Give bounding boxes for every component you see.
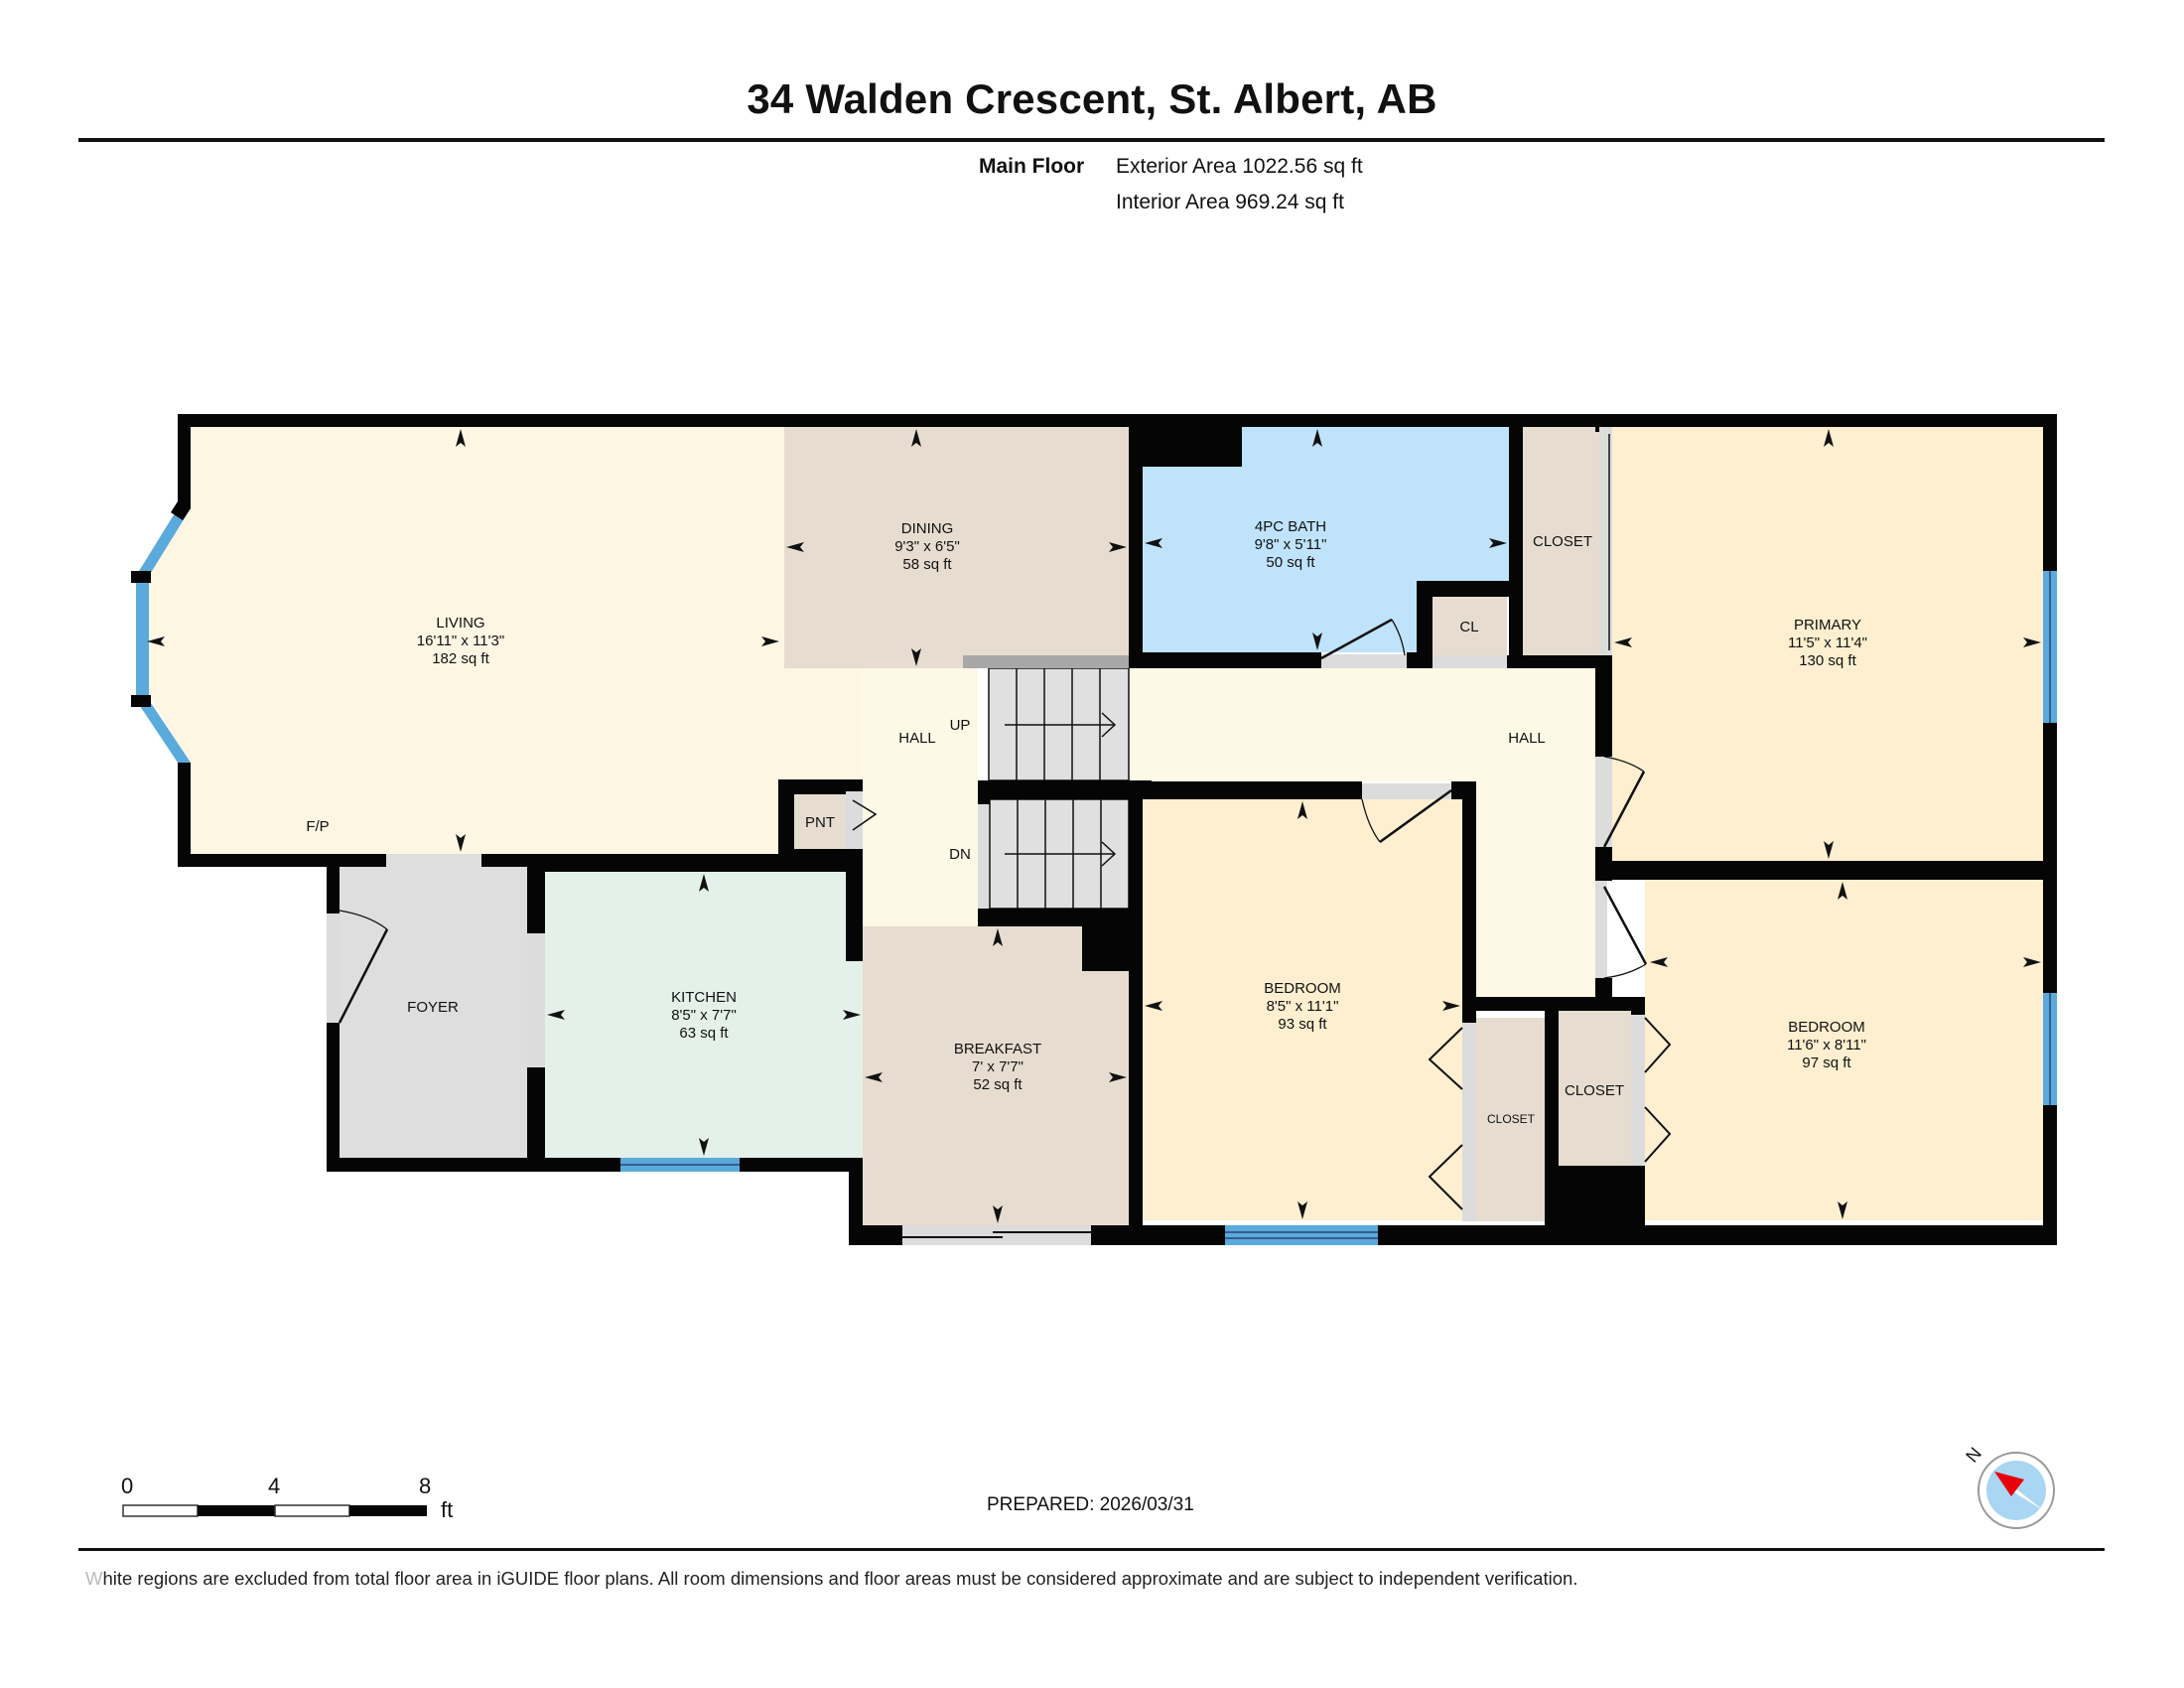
primary-closet-floor [1523, 427, 1608, 655]
svg-text:DINING: DINING [901, 520, 954, 537]
bedroom1-floor [1143, 799, 1462, 1220]
label-hall-left: HALL [898, 730, 936, 747]
hall-left-floor [863, 668, 978, 926]
svg-text:9'3" x 6'5": 9'3" x 6'5" [894, 538, 960, 555]
svg-text:63 sq ft: 63 sq ft [679, 1025, 729, 1042]
dining-room-floor [784, 427, 1129, 668]
svg-text:KITCHEN: KITCHEN [671, 989, 737, 1006]
dimension-arrows [147, 429, 2041, 1223]
bedroom2-closet-floor [1559, 1011, 1631, 1166]
room-label-kitchen: KITCHEN 8'5" x 7'7" 63 sq ft [671, 989, 737, 1042]
svg-text:8'5" x 11'1": 8'5" x 11'1" [1267, 998, 1339, 1015]
foyer-floor [340, 854, 527, 1158]
exterior-area: Exterior Area 1022.56 sq ft [1116, 155, 1363, 178]
room-label-breakfast: BREAKFAST 7' x 7'7" 52 sq ft [954, 1041, 1041, 1093]
footer-divider [78, 1548, 2105, 1551]
svg-text:16'11" x 11'3": 16'11" x 11'3" [417, 633, 504, 649]
scale-bar [122, 1504, 427, 1517]
disclaimer-first-letter: W [85, 1568, 103, 1589]
room-label-primary: PRIMARY 11'5" x 11'4" 130 sq ft [1788, 617, 1867, 669]
bath-floor [1143, 427, 1509, 652]
label-fireplace: F/P [306, 818, 329, 835]
scale-tick-4: 4 [268, 1474, 281, 1498]
svg-text:PRIMARY: PRIMARY [1794, 617, 1861, 633]
property-address-title: 34 Walden Crescent, St. Albert, AB [747, 75, 1437, 122]
svg-text:58 sq ft: 58 sq ft [902, 556, 952, 573]
disclaimer-rest: hite regions are excluded from total flo… [102, 1568, 1578, 1589]
label-closet-primary: CLOSET [1533, 533, 1592, 550]
scale-unit: ft [441, 1497, 454, 1522]
hall-right-floor [1129, 668, 1595, 997]
compass-icon [1978, 1452, 2055, 1529]
label-pantry: PNT [805, 814, 835, 831]
svg-text:7' x 7'7": 7' x 7'7" [972, 1058, 1024, 1075]
breakfast-floor [863, 926, 1129, 1225]
svg-text:BEDROOM: BEDROOM [1788, 1019, 1865, 1036]
scale-tick-0: 0 [121, 1474, 134, 1498]
kitchen-floor [545, 872, 863, 1158]
svg-text:4PC BATH: 4PC BATH [1255, 518, 1326, 535]
label-closet-bedroom2: CLOSET [1565, 1082, 1624, 1099]
room-label-dining: DINING 9'3" x 6'5" 58 sq ft [894, 520, 960, 573]
header-divider [78, 138, 2105, 142]
room-label-bath: 4PC BATH 9'8" x 5'11" 50 sq ft [1255, 518, 1327, 571]
interior-area: Interior Area 969.24 sq ft [1116, 191, 1344, 213]
disclaimer-text: White regions are excluded from total fl… [85, 1568, 1577, 1590]
svg-text:BEDROOM: BEDROOM [1264, 980, 1341, 997]
pantry-floor [794, 794, 846, 849]
svg-text:11'5" x 11'4": 11'5" x 11'4" [1788, 634, 1867, 651]
door-swings [338, 618, 1672, 1210]
primary-bedroom-floor [1612, 427, 2043, 861]
svg-text:93 sq ft: 93 sq ft [1278, 1016, 1327, 1033]
stairs-up [988, 667, 1130, 781]
svg-text:BREAKFAST: BREAKFAST [954, 1041, 1041, 1057]
label-stairs-up: UP [950, 717, 971, 734]
label-hall-right: HALL [1508, 730, 1546, 747]
label-closet-cl: CL [1459, 619, 1478, 635]
label-foyer: FOYER [407, 999, 459, 1016]
svg-text:182 sq ft: 182 sq ft [432, 650, 489, 667]
svg-text:52 sq ft: 52 sq ft [973, 1076, 1023, 1093]
scale-tick-8: 8 [419, 1474, 432, 1498]
stair-railing [963, 655, 1129, 668]
svg-text:11'6" x 8'11": 11'6" x 8'11" [1787, 1037, 1866, 1054]
living-room-floor [149, 427, 978, 854]
prepared-date: PREPARED: 2026/03/31 [987, 1494, 1194, 1515]
bedroom2-floor [1645, 880, 2043, 1220]
svg-text:9'8" x 5'11": 9'8" x 5'11" [1255, 536, 1327, 553]
label-stairs-down: DN [949, 846, 971, 863]
room-label-living: LIVING 16'11" x 11'3" 182 sq ft [417, 615, 504, 667]
bedroom1-closet-floor [1476, 1018, 1545, 1221]
door-openings [327, 427, 1645, 1245]
svg-text:LIVING: LIVING [436, 615, 484, 632]
windows [131, 501, 2057, 1245]
cl-closet-floor [1433, 597, 1507, 655]
svg-text:130 sq ft: 130 sq ft [1799, 652, 1856, 669]
label-closet-bedroom1: CLOSET [1487, 1112, 1536, 1126]
svg-text:97 sq ft: 97 sq ft [1802, 1055, 1851, 1071]
stairs-down [978, 798, 1130, 910]
room-label-bedroom1: BEDROOM 8'5" x 11'1" 93 sq ft [1264, 980, 1341, 1033]
room-label-bedroom2: BEDROOM 11'6" x 8'11" 97 sq ft [1787, 1019, 1866, 1071]
svg-text:8'5" x 7'7": 8'5" x 7'7" [671, 1007, 737, 1024]
svg-text:50 sq ft: 50 sq ft [1266, 554, 1315, 571]
floor-label: Main Floor [979, 155, 1085, 178]
